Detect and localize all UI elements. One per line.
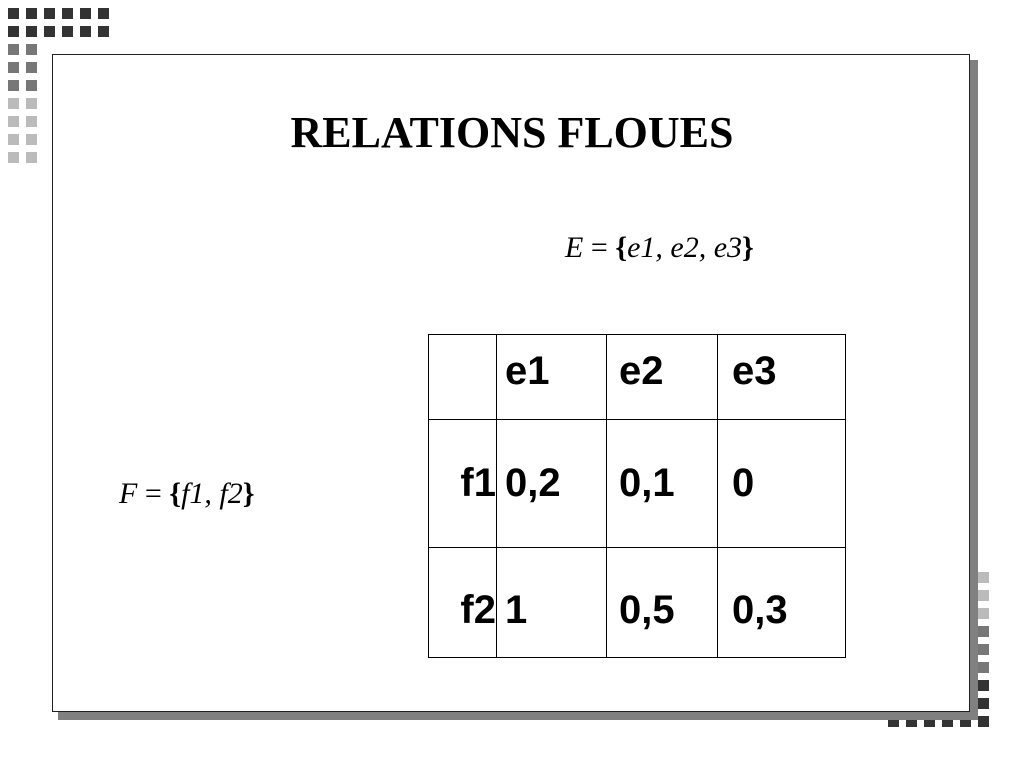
decorative-square [978, 680, 989, 691]
formula-f-close-brace: } [242, 477, 255, 510]
decorative-square [98, 8, 109, 19]
decorative-square [978, 626, 989, 637]
formula-e-open-brace: { [615, 231, 628, 264]
decorative-square [26, 44, 37, 55]
decorative-square [978, 590, 989, 601]
formula-f-body: f1, f2 [181, 477, 243, 510]
decorative-square [978, 572, 989, 583]
formula-f-lhs: F [119, 477, 138, 510]
table-cell: 1 [496, 547, 607, 658]
decorative-square [978, 716, 989, 727]
formula-f-open-brace: { [169, 477, 182, 510]
decorative-square [44, 26, 55, 37]
decorative-square [80, 26, 91, 37]
decorative-square [26, 62, 37, 73]
decorative-square [8, 80, 19, 91]
formula-f-equals: = [137, 477, 170, 510]
decorative-square [26, 152, 37, 163]
decorative-square [8, 116, 19, 127]
formula-e-equals: = [583, 231, 616, 264]
decorative-square [26, 116, 37, 127]
decorative-square [978, 662, 989, 673]
decorative-square [8, 62, 19, 73]
column-header-e3: e3 [717, 334, 846, 420]
decorative-square [26, 26, 37, 37]
formula-set-e: E = {e1, e2, e3} [565, 231, 754, 265]
decorative-square [26, 98, 37, 109]
formula-e-body: e1, e2, e3 [627, 231, 743, 264]
decorative-square [8, 134, 19, 145]
decorative-square [26, 8, 37, 19]
decorative-square [62, 26, 73, 37]
slide: RELATIONS FLOUES E = {e1, e2, e3} F = {f… [52, 54, 970, 712]
decorative-square-pattern-top-left [8, 8, 109, 163]
relation-matrix-table: e1 e2 e3 f1 0,2 0,1 0 f2 1 0,5 0,3 [428, 334, 846, 658]
decorative-square [62, 8, 73, 19]
table-cell: 0,5 [606, 547, 718, 658]
decorative-square [978, 698, 989, 709]
decorative-square [26, 134, 37, 145]
table-cell: 0 [717, 419, 846, 548]
formula-set-f: F = {f1, f2} [119, 477, 255, 511]
decorative-square [924, 716, 935, 727]
decorative-square [80, 8, 91, 19]
row-header-f1: f1 [428, 419, 497, 548]
decorative-square [978, 608, 989, 619]
decorative-square [44, 8, 55, 19]
slide-title: RELATIONS FLOUES [290, 108, 734, 157]
decorative-square [960, 716, 971, 727]
decorative-square [8, 152, 19, 163]
decorative-square [26, 80, 37, 91]
formula-e-close-brace: } [742, 231, 754, 264]
table-row: f1 0,2 0,1 0 [428, 419, 846, 548]
decorative-square [8, 44, 19, 55]
table-cell: 0,2 [496, 419, 607, 548]
decorative-square [978, 644, 989, 655]
decorative-square [8, 8, 19, 19]
decorative-square [906, 716, 917, 727]
decorative-square [8, 26, 19, 37]
table-corner-cell [428, 334, 497, 420]
table-cell: 0,1 [606, 419, 718, 548]
table-row: f2 1 0,5 0,3 [428, 547, 846, 658]
table-header-row: e1 e2 e3 [428, 334, 846, 420]
decorative-square [888, 716, 899, 727]
formula-e-lhs: E [565, 231, 584, 264]
decorative-square [98, 26, 109, 37]
decorative-square [8, 98, 19, 109]
column-header-e2: e2 [606, 334, 718, 420]
decorative-square [942, 716, 953, 727]
table-cell: 0,3 [717, 547, 846, 658]
row-header-f2: f2 [428, 547, 497, 658]
column-header-e1: e1 [496, 334, 607, 420]
